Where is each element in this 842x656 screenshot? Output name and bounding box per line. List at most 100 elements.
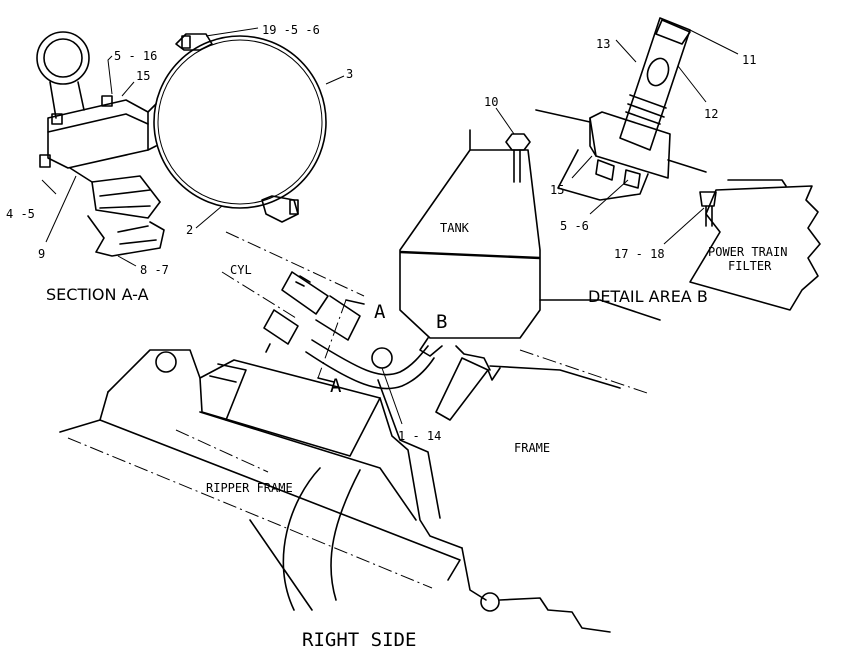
- cyl-fitting-lower: [263, 309, 299, 345]
- tank-mount-centerline: [225, 231, 365, 297]
- filter-window: [646, 57, 670, 87]
- cyl-label: CYL: [230, 263, 252, 277]
- leader-8-7: [117, 255, 137, 267]
- leader-15-right: [571, 155, 593, 179]
- callout-1-14: 1 - 14: [398, 429, 441, 443]
- leader-13: [615, 39, 637, 63]
- callout-15-right: 15: [550, 183, 564, 197]
- drain-fitting: [487, 367, 501, 381]
- lower-pin: [480, 592, 500, 612]
- detail-area-b-view: 11 13 12 15 5 -6 17 - 18 POWER TRAIN FIL…: [535, 17, 821, 311]
- clamp-top-lug: [175, 33, 213, 51]
- callout-8-7: 8 -7: [140, 263, 169, 277]
- inlet-rod: [535, 109, 591, 123]
- lower-bracket: [557, 149, 649, 201]
- cylinder-band-line: [209, 375, 237, 383]
- bolt-head-left: [51, 113, 63, 125]
- filter-base-block: [589, 111, 671, 179]
- leader-4-5: [41, 179, 57, 195]
- hose-clamp-inner: [157, 39, 323, 205]
- section-a-marker-top: A: [374, 301, 386, 323]
- clamp-joint: [147, 103, 157, 151]
- hose-line-lower: [305, 351, 435, 390]
- ripper-frame-pin: [155, 351, 177, 373]
- tube-neck: [49, 81, 85, 119]
- frame-top-edge: [539, 299, 661, 321]
- power-train-label-line2: FILTER: [728, 259, 772, 273]
- lower-curve-mid: [330, 469, 361, 601]
- callout-5-6: 5 -6: [560, 219, 589, 233]
- callout-5-16: 5 - 16: [114, 49, 157, 63]
- power-train-label-line1: POWER TRAIN: [708, 245, 787, 259]
- leader-9: [45, 175, 77, 243]
- leader-11: [689, 29, 739, 55]
- filter-cap: [655, 19, 691, 45]
- ripper-frame-centerline: [67, 437, 433, 589]
- strap-body: [91, 181, 161, 219]
- callout-4-5: 4 -5: [6, 207, 35, 221]
- strap-upper: [69, 167, 161, 203]
- ripper-frame-pivot-boss: [107, 349, 201, 393]
- leader-3: [325, 75, 345, 85]
- ripper-frame-label: RIPPER FRAME: [206, 481, 293, 495]
- callout-10: 10: [484, 95, 498, 109]
- clamp-bottom-bolt: [289, 199, 299, 215]
- callout-17-18: 17 - 18: [614, 247, 665, 261]
- clamp-top-bolt: [181, 35, 191, 49]
- tank-breather: [505, 133, 531, 151]
- right-side-title: RIGHT SIDE: [302, 629, 416, 651]
- base-bolt-right: [623, 169, 641, 189]
- hose-line-upper: [311, 339, 429, 376]
- ripper-frame-upper-edge: [199, 411, 417, 521]
- callout-9: 9: [38, 247, 45, 261]
- housing-top-line: [727, 179, 787, 187]
- frame-rail: [489, 365, 621, 389]
- tank-outlet-pipe: [455, 345, 491, 371]
- detail-b-marker: B: [436, 311, 447, 333]
- power-train-filter-housing: [689, 185, 821, 311]
- section-a-a-title: SECTION A-A: [46, 285, 149, 304]
- tube-end-outer: [36, 31, 90, 85]
- cyl-centerline: [221, 271, 297, 319]
- frame-bracket: [379, 397, 463, 549]
- main-right-side-view: 10 TANK B A A CYL: [59, 95, 661, 651]
- cylinder-band: [217, 363, 247, 421]
- leader-10: [495, 107, 515, 135]
- frame-bracket-inner: [377, 379, 441, 519]
- strap-ribs: [99, 189, 151, 209]
- tank-body: [399, 149, 541, 339]
- callout-15-left: 15: [136, 69, 150, 83]
- leader-2: [195, 205, 223, 229]
- outlet-rod: [667, 159, 707, 173]
- section-a-a-view: 19 -5 -6 5 - 16 15 3 4 -5 9 2 8 -7 SECTI…: [6, 23, 353, 304]
- hose-coupling: [315, 295, 361, 341]
- filter-tube: [619, 17, 691, 151]
- tube-end-inner: [43, 38, 83, 78]
- lower-strut: [249, 519, 313, 611]
- section-a-arrows: [317, 299, 365, 383]
- cylinder-centerline: [175, 429, 269, 473]
- leader-5-16: [107, 55, 113, 95]
- clamp-bracket: [47, 99, 149, 169]
- callout-11: 11: [742, 53, 756, 67]
- mount-clip-detail: [117, 225, 157, 245]
- mount-clip: [87, 215, 165, 257]
- section-a-cut-line: [317, 299, 347, 379]
- filter-seal-hatch: [625, 94, 667, 125]
- base-bolt-left: [595, 159, 615, 181]
- drain-hose: [435, 357, 489, 421]
- hose-pivot: [371, 347, 393, 369]
- bracket-edge: [47, 113, 149, 133]
- tank-seam: [399, 250, 541, 260]
- hose-clamp-outer: [153, 35, 327, 209]
- breather-tube: [513, 149, 521, 183]
- leader-15-left: [121, 81, 135, 97]
- callout-2: 2: [186, 223, 193, 237]
- fitting-17-18: [699, 191, 717, 207]
- block-side: [589, 117, 597, 157]
- cyl-fitting-upper: [281, 271, 329, 315]
- leader-17-18: [663, 207, 705, 245]
- tank-outlet-elbow: [419, 337, 443, 357]
- leader-19-5-6: [205, 27, 259, 37]
